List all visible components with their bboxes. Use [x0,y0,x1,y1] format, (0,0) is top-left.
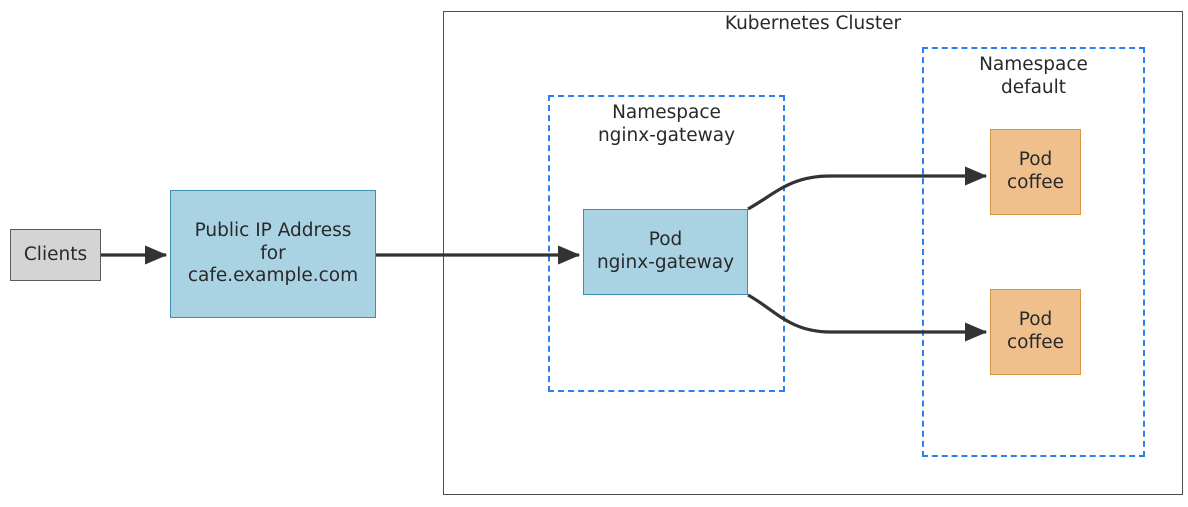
kubernetes-cluster-label: Kubernetes Cluster [724,13,902,34]
edge-pod-gateway-to-coffee-2 [747,293,988,342]
node-pod-coffee-1[interactable]: Pod coffee [990,129,1081,215]
node-clients[interactable]: Clients [10,229,101,281]
node-pod-coffee-2[interactable]: Pod coffee [990,289,1081,375]
node-public-ip-address[interactable]: Public IP Address for cafe.example.com [170,190,376,318]
edge-pod-gateway-to-coffee-1 [747,166,988,211]
node-pod-nginx-gateway[interactable]: Pod nginx-gateway [583,209,748,295]
namespace-label-nginx-gateway: Namespace nginx-gateway [597,102,736,146]
namespace-box-nginx-gateway [548,95,785,392]
namespace-label-default: Namespace default [979,54,1088,98]
kubernetes-cluster-box [443,11,1183,495]
namespace-box-default [922,47,1145,457]
